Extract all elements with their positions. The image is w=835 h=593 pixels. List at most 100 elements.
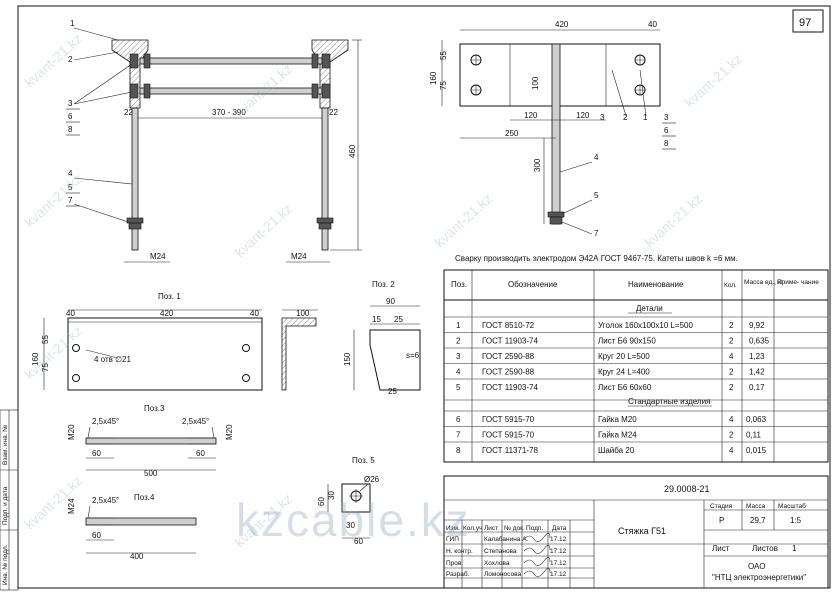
svg-text:2: 2: [68, 55, 73, 64]
svg-text:"НТЦ электроэнергетики": "НТЦ электроэнергетики": [712, 573, 806, 582]
staff-date: 17.12: [550, 536, 567, 543]
spec-cell-qty: 2: [729, 383, 734, 392]
staff-name: Ломоносова: [484, 571, 521, 578]
staff-name: Калабанина А.: [484, 535, 529, 543]
spec-cell-code: ГОСТ 8510-72: [482, 321, 535, 330]
spec-cell-pos: 1: [456, 321, 461, 330]
svg-text:55: 55: [439, 51, 448, 60]
big-watermark: kzcable.kz: [236, 494, 471, 546]
svg-text:Масштаб: Масштаб: [778, 502, 806, 510]
svg-text:Р: Р: [719, 516, 724, 525]
spec-cell-mass: 1,23: [749, 352, 765, 361]
svg-text:Поз. 5: Поз. 5: [352, 456, 375, 465]
svg-text:4: 4: [68, 169, 73, 178]
svg-text:60: 60: [354, 537, 363, 546]
svg-text:kvant-21.kz: kvant-21.kz: [431, 190, 495, 250]
spec-cell-code: ГОСТ 5915-70: [482, 431, 535, 440]
svg-text:kvant-21.kz: kvant-21.kz: [21, 322, 85, 382]
pos3-view: Поз.3 2,5x45° 2,5x45° M20 M20 60 60 500: [67, 404, 234, 478]
svg-text:55: 55: [41, 335, 50, 344]
top-right-view: 420 40 160 55 75 100 120 120 250 300 3 2…: [429, 20, 676, 238]
svg-text:60: 60: [92, 531, 101, 540]
svg-text:Масса ед., кг: Масса ед., кг: [744, 279, 784, 286]
pos1-plate: [67, 317, 263, 391]
svg-text:kvant-21.kz: kvant-21.kz: [681, 50, 745, 110]
spec-cell-code: ГОСТ 11903-74: [482, 383, 538, 392]
svg-text:Кол.уч: Кол.уч: [463, 525, 483, 532]
spec-cell-qty: 4: [729, 415, 734, 424]
svg-text:Лист: Лист: [484, 525, 498, 532]
weld-note: Сварку производить электродом Э42А ГОСТ …: [455, 254, 738, 263]
svg-text:75: 75: [439, 81, 448, 90]
svg-text:1:5: 1:5: [790, 516, 802, 525]
staff-date: 17.12: [550, 560, 567, 567]
svg-text:M24: M24: [150, 252, 166, 261]
spec-cell-qty: 2: [729, 431, 734, 440]
svg-text:2,5x45°: 2,5x45°: [92, 417, 119, 426]
staff-role: Разраб.: [446, 570, 470, 578]
height-dim: 460: [348, 144, 357, 158]
svg-text:300: 300: [533, 158, 542, 172]
svg-text:160: 160: [31, 352, 40, 366]
pos1-side: [281, 317, 317, 391]
svg-text:kvant-21.kz: kvant-21.kz: [231, 200, 295, 260]
svg-text:7: 7: [68, 196, 73, 205]
svg-text:№ док.: № док.: [504, 525, 525, 532]
svg-text:Приме- чание: Приме- чание: [777, 279, 819, 286]
svg-text:1: 1: [792, 544, 797, 553]
svg-text:420: 420: [160, 309, 174, 318]
staff-name: Степанова: [484, 548, 517, 555]
svg-text:Изм.: Изм.: [446, 525, 460, 532]
svg-text:120: 120: [576, 111, 590, 120]
spec-cell-qty: 2: [729, 337, 734, 346]
svg-text:40: 40: [648, 20, 657, 29]
svg-text:Листов: Листов: [752, 544, 778, 553]
spec-cell-name: Круг 20 L=500: [598, 352, 650, 361]
spec-cell-mass: 0,11: [746, 431, 762, 440]
pos2-view: Поз. 2 90 15 25 150 25 s=6: [343, 280, 421, 396]
spec-cell-pos: 8: [456, 446, 461, 455]
svg-text:M20: M20: [67, 424, 76, 440]
svg-text:s=6: s=6: [406, 351, 420, 360]
svg-text:150: 150: [343, 352, 352, 366]
pos4-view: Поз.4 2,5x45° M24 60 400: [67, 493, 197, 561]
svg-text:2,5x45°: 2,5x45°: [92, 496, 119, 505]
spec-cell-name: Лист Б6 90x150: [598, 337, 656, 346]
svg-text:15: 15: [372, 315, 381, 324]
spec-cell-pos: 5: [456, 383, 461, 392]
spec-cell-mass: 0,063: [746, 415, 767, 424]
svg-text:Масса: Масса: [746, 503, 766, 510]
spec-cell-code: ГОСТ 11903-74: [482, 337, 538, 346]
staff-role: Н. контр.: [446, 548, 473, 555]
right-vertical-rod: [321, 107, 329, 251]
signature: [523, 556, 551, 566]
spec-cell-name: Шайба 20: [598, 446, 635, 455]
signature: [523, 544, 551, 554]
svg-text:ОАО: ОАО: [748, 562, 765, 571]
strip-label-3: Инв. № подл.: [2, 544, 9, 585]
svg-text:25: 25: [394, 315, 403, 324]
spec-cell-name: Лист Б6 60x60: [598, 383, 652, 392]
svg-text:40: 40: [250, 309, 259, 318]
svg-text:Поз.4: Поз.4: [134, 493, 155, 502]
svg-text:Кол.: Кол.: [724, 282, 737, 289]
svg-text:4 отв ∅21: 4 отв ∅21: [94, 355, 132, 364]
svg-text:60: 60: [317, 497, 326, 506]
svg-text:4: 4: [594, 153, 599, 162]
svg-text:420: 420: [555, 20, 569, 29]
svg-text:30: 30: [346, 521, 355, 530]
svg-text:500: 500: [144, 469, 158, 478]
svg-text:Лист: Лист: [712, 544, 730, 553]
svg-text:Дата: Дата: [552, 525, 567, 532]
svg-text:250: 250: [505, 129, 519, 138]
svg-text:Поз.3: Поз.3: [144, 404, 165, 413]
span-dim: 370 - 390: [212, 108, 246, 117]
left-angle: [111, 39, 149, 109]
svg-text:5: 5: [68, 183, 73, 192]
sheet-frame: [17, 5, 831, 589]
spec-cell-mass: 0,17: [749, 383, 765, 392]
svg-text:Ø26: Ø26: [364, 475, 380, 484]
